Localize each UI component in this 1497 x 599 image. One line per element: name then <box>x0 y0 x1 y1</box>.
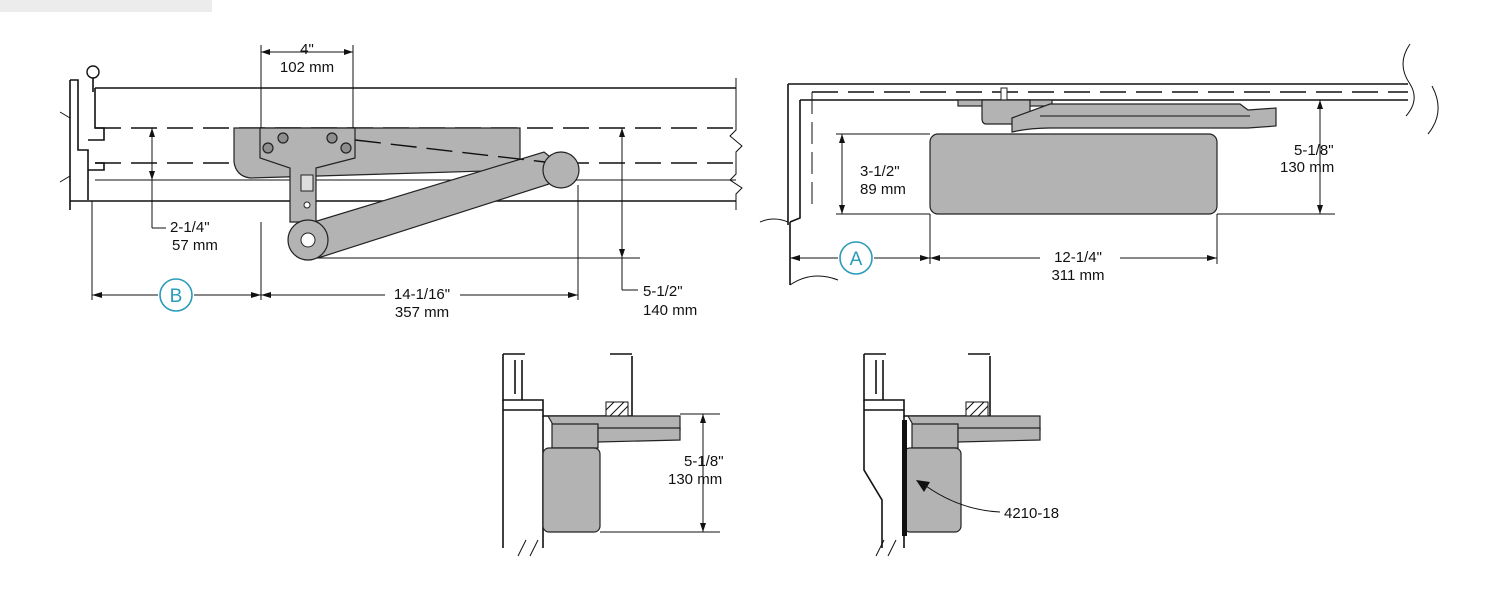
header-bar <box>0 0 212 12</box>
dim-12-1-4in: 12-1/4" <box>1054 249 1102 266</box>
arm-elbow <box>542 151 580 189</box>
arm-shoe <box>551 423 599 449</box>
callout-leader <box>925 485 1001 513</box>
adjust-slot <box>300 174 314 192</box>
break-mark-right <box>729 78 743 210</box>
callout-b-circle <box>159 278 193 312</box>
dim-5-1-8in-top: 5-1/8" <box>1294 142 1334 159</box>
arm <box>597 427 681 443</box>
callout-b: B <box>170 286 183 307</box>
part-number-4210-18: 4210-18 <box>1004 505 1059 522</box>
door-stop <box>502 400 544 548</box>
arm <box>1011 103 1277 133</box>
dim-357mm: 357 mm <box>395 304 449 321</box>
screw-icon <box>262 142 274 154</box>
dim-5-1-2in: 5-1/2" <box>643 283 683 300</box>
arm-shoe <box>911 423 959 449</box>
dim-3-1-2in: 3-1/2" <box>860 163 900 180</box>
dim-14-1-16in: 14-1/16" <box>394 286 450 303</box>
hatch-lines <box>605 401 629 417</box>
top-right-view: 3-1/2" 89 mm 5-1/8" 130 mm 12-1/4" 311 m… <box>759 43 1439 286</box>
dim-5-1-8in-bottom: 5-1/8" <box>684 453 724 470</box>
dim-140mm: 140 mm <box>643 302 697 319</box>
hinge-break <box>59 111 71 183</box>
dim-130mm-top: 130 mm <box>1280 159 1334 176</box>
frame-profile <box>502 353 633 417</box>
hinge-pin-icon <box>86 65 100 79</box>
dim-102mm: 102 mm <box>280 59 334 76</box>
set-screw-icon <box>303 201 311 209</box>
dim-2-1-4in: 2-1/4" <box>170 219 210 236</box>
callout-a: A <box>850 249 863 270</box>
top-left-view: 4" 102 mm 2-1/4" 57 mm 14-1/16" 357 mm B… <box>59 41 743 321</box>
break-mark <box>517 539 539 557</box>
callout-a-circle <box>839 241 873 275</box>
screw-icon <box>340 142 352 154</box>
door-stop <box>863 400 905 548</box>
frame-profile <box>863 353 991 417</box>
hinge-profile <box>69 79 105 210</box>
bottom-right-view: 4210-18 <box>863 353 1059 557</box>
frame-outline <box>787 83 1408 225</box>
hatch-lines <box>965 401 989 417</box>
break-mark <box>1402 43 1439 135</box>
arm <box>957 427 1041 443</box>
arrowheads <box>839 134 845 214</box>
break-mark-left <box>759 218 839 286</box>
dim-57mm: 57 mm <box>172 237 218 254</box>
screw-icon <box>326 132 338 144</box>
dim-311mm: 311 mm <box>1051 267 1104 284</box>
dim-130mm-bottom: 130 mm <box>668 471 722 488</box>
screw-icon <box>277 132 289 144</box>
closer-body <box>542 447 601 533</box>
pivot-hole <box>300 232 316 248</box>
dim-89mm: 89 mm <box>860 181 906 198</box>
forearm-hidden <box>354 139 546 163</box>
closer-body <box>929 133 1218 215</box>
break-mark <box>875 539 897 557</box>
dim-4in: 4" <box>300 41 314 58</box>
mount-stud <box>1000 87 1008 101</box>
drop-plate <box>902 420 907 536</box>
arrowhead <box>916 480 930 492</box>
bottom-left-view: 5-1/8" 130 mm <box>502 353 724 557</box>
